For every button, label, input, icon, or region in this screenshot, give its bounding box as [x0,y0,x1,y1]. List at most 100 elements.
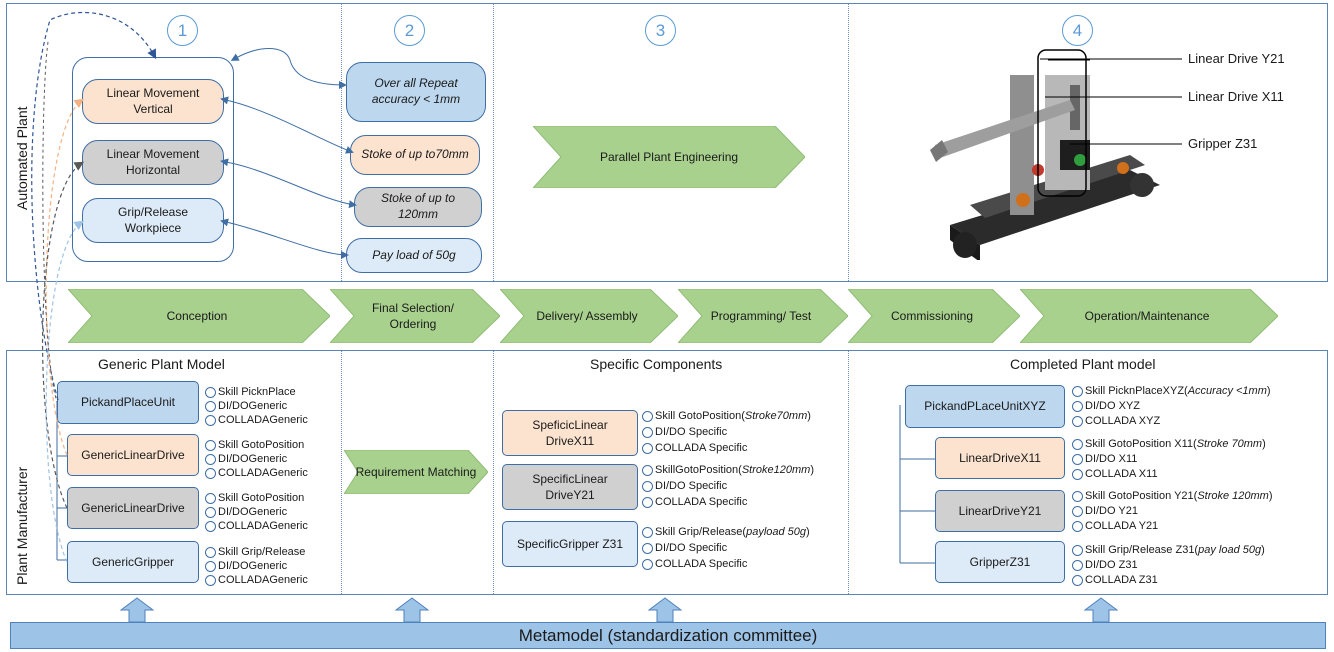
property-text: COLLADAGeneric [218,520,308,532]
property-segment: COLLADAGeneric [218,520,308,532]
property-segment: SkillGotoPosition( [655,464,742,476]
property-parameter: pay load 50g [1198,544,1262,556]
metamodel-bar: Metamodel (standardization committee) [10,622,1326,649]
step-3-circle: 3 [645,15,676,46]
property-segment: ) [1261,544,1265,556]
property-segment: ) [1262,438,1266,450]
photo-leader-lines [1040,58,1182,145]
property-parameter: Accuracy <1mm [1187,385,1267,397]
completed-box-z31: GripperZ31 [935,541,1065,583]
plant-photo [930,49,1160,260]
completed-prop-2-3: COLLADA X11 [1072,467,1158,481]
property-segment: Skill Grip/Release [218,546,306,558]
property-segment: DI/DO X11 [1085,453,1138,465]
connector-port-icon [205,386,216,398]
specific-prop-2-2: DI/DO Specific [642,479,727,493]
completed-prop-4-2: DI/DO Z31 [1072,558,1138,572]
parallel-engineering-label: Parallel Plant Engineering [599,149,739,164]
property-segment: COLLADAGeneric [218,414,308,426]
property-segment: Skill PicknPlace [218,386,296,398]
property-segment: DI/DOGeneric [218,453,288,465]
connector-port-icon [642,558,653,570]
phase-label-1: Conception [166,308,228,323]
property-text: DI/DOGeneric [218,506,287,518]
property-text: Skill GotoPosition Y21(Stroke 120mm) [1085,490,1273,502]
specific-box-z31: SpecificGripper Z31 [502,521,638,567]
property-text: Skill Grip/Release Z31(pay load 50g) [1085,544,1265,556]
property-segment: ) [1266,385,1271,397]
generic-prop-1-1: Skill PicknPlace [205,385,296,399]
property-segment: Skill Grip/Release Z31( [1085,544,1199,556]
property-parameter: Stroke 70mm [1196,438,1263,450]
property-text: Skill GotoPosition(Stroke70mm) [655,410,811,422]
connector-port-icon [205,414,216,426]
generic-prop-1-3: COLLADAGeneric [205,413,308,427]
property-text: COLLADA Z31 [1085,574,1158,586]
up-arrow-3 [648,597,682,623]
property-segment: DI/DOGeneric [218,506,288,518]
requirement-stroke-120: Stoke of up to 120mm [354,187,482,227]
property-segment: ) [1268,490,1273,502]
generic-box-gripper: GenericGripper [67,541,199,583]
property-segment: Skill GotoPosition Y21( [1085,490,1198,502]
bottom-divider-3 [848,351,849,594]
specific-prop-2-3: COLLADA Specific [642,495,747,509]
phase-chevron-3: Delivery/ Assembly [500,289,678,343]
generic-prop-3-2: DI/DOGeneric [205,505,287,519]
phase-label-6: Operation/Maintenance [1084,308,1210,323]
connector-port-icon [1072,505,1083,517]
up-arrow-4 [1084,597,1118,623]
property-text: COLLADAGeneric [218,414,308,426]
property-segment: Skill GotoPosition X11( [1085,438,1197,450]
specific-prop-1-3: COLLADA Specific [642,441,747,455]
connector-port-icon [205,439,216,451]
connector-port-icon [642,480,653,492]
completed-box-x11: LinearDriveX11 [935,437,1065,479]
completed-prop-3-3: COLLADA Y21 [1072,519,1158,533]
property-parameter: Stroke70mm [744,410,808,422]
property-text: DI/DO X11 [1085,453,1137,465]
property-text: Skill Grip/Release [218,546,305,558]
property-segment: Skill GotoPosition [218,439,305,451]
property-text: COLLADAGeneric [218,467,308,479]
property-segment: DI/DO Specific [655,480,728,492]
phase-chevron-4: Programming/ Test [678,289,848,343]
phase-chevron-2: Final Selection/ Ordering [330,289,500,343]
property-text: DI/DO Z31 [1085,559,1138,571]
phase-label-5: Commissioning [890,308,974,323]
property-segment: COLLADAGeneric [218,467,308,479]
property-segment: COLLADA Specific [655,442,748,454]
property-segment: DI/DO Z31 [1085,559,1138,571]
property-segment: Skill GotoPosition( [655,410,745,422]
property-segment: ) [810,464,814,476]
property-segment: COLLADA XYZ [1085,415,1161,427]
connector-port-icon [205,453,216,465]
plant-manufacturer-panel [6,350,1328,595]
generic-model-title: Generic Plant Model [98,356,225,372]
property-segment: Skill Grip/Release( [655,526,747,538]
property-text: Skill PicknPlaceXYZ(Accuracy <1mm) [1085,385,1271,397]
property-segment: COLLADA Specific [655,558,748,570]
plant-photo-highlight [1037,49,1087,197]
specific-box-y21: SpecificLinear DriveY21 [502,464,638,510]
property-segment: COLLADAGeneric [218,574,308,586]
connector-port-icon [642,496,653,508]
specific-prop-3-3: COLLADA Specific [642,557,747,571]
completed-prop-1-3: COLLADA XYZ [1072,414,1160,428]
connector-port-icon [205,574,216,586]
connector-port-icon [642,464,653,476]
property-segment: COLLADA Specific [655,496,748,508]
connector-port-icon [205,492,216,504]
generic-prop-3-1: Skill GotoPosition [205,491,304,505]
generic-box-pickandplace: PickandPlaceUnit [57,381,199,424]
property-segment: DI/DO Specific [655,542,728,554]
property-text: COLLADAGeneric [218,574,308,586]
plant-photo-column [1010,75,1034,215]
generic-prop-1-2: DI/DOGeneric [205,399,287,413]
up-arrow-2 [395,597,429,623]
specific-box-x11: SpeficicLinear DriveX11 [502,410,638,456]
requirement-payload: Pay load of 50g [346,238,482,273]
property-segment: COLLADA Z31 [1085,574,1158,586]
step-1-circle: 1 [167,15,198,46]
connector-port-icon [205,400,216,412]
